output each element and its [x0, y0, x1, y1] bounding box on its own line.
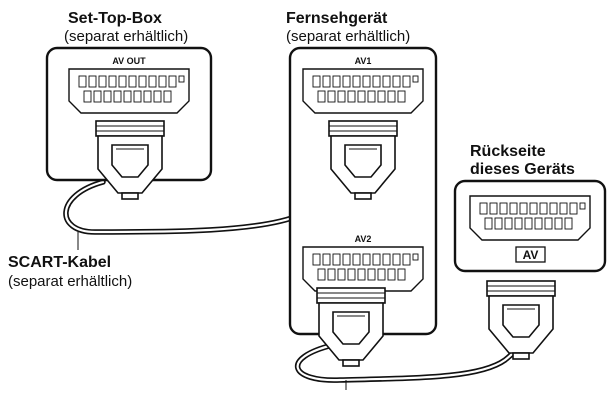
rear-title-line1: Rückseite [470, 143, 546, 160]
settop-subtitle: (separat erhältlich) [64, 28, 188, 45]
scart-socket-icon [302, 246, 424, 292]
av-label-box [515, 246, 546, 263]
scart-cable-lower [295, 342, 523, 383]
tv-port-label-av2: AV2 [355, 234, 372, 244]
scart-socket-icon [68, 68, 190, 114]
scart-socket-icon [469, 195, 591, 241]
cable-title: SCART-Kabel [8, 254, 111, 271]
cable-subtitle: (separat erhältlich) [8, 273, 132, 290]
settop-port-label: AV OUT [112, 56, 146, 66]
rear-port-label: AV [523, 248, 539, 262]
tv-title: Fernsehgerät [286, 10, 388, 27]
settop-title: Set-Top-Box [68, 10, 162, 27]
scart-plug-icon [486, 280, 556, 360]
tv-subtitle: (separat erhältlich) [286, 28, 410, 45]
tv-port-label-av1: AV1 [355, 56, 372, 66]
scart-socket-icon [302, 68, 424, 114]
rear-title-line2: dieses Geräts [470, 161, 575, 178]
scart-plug-icon [95, 120, 165, 200]
scart-plug-icon [316, 287, 386, 367]
